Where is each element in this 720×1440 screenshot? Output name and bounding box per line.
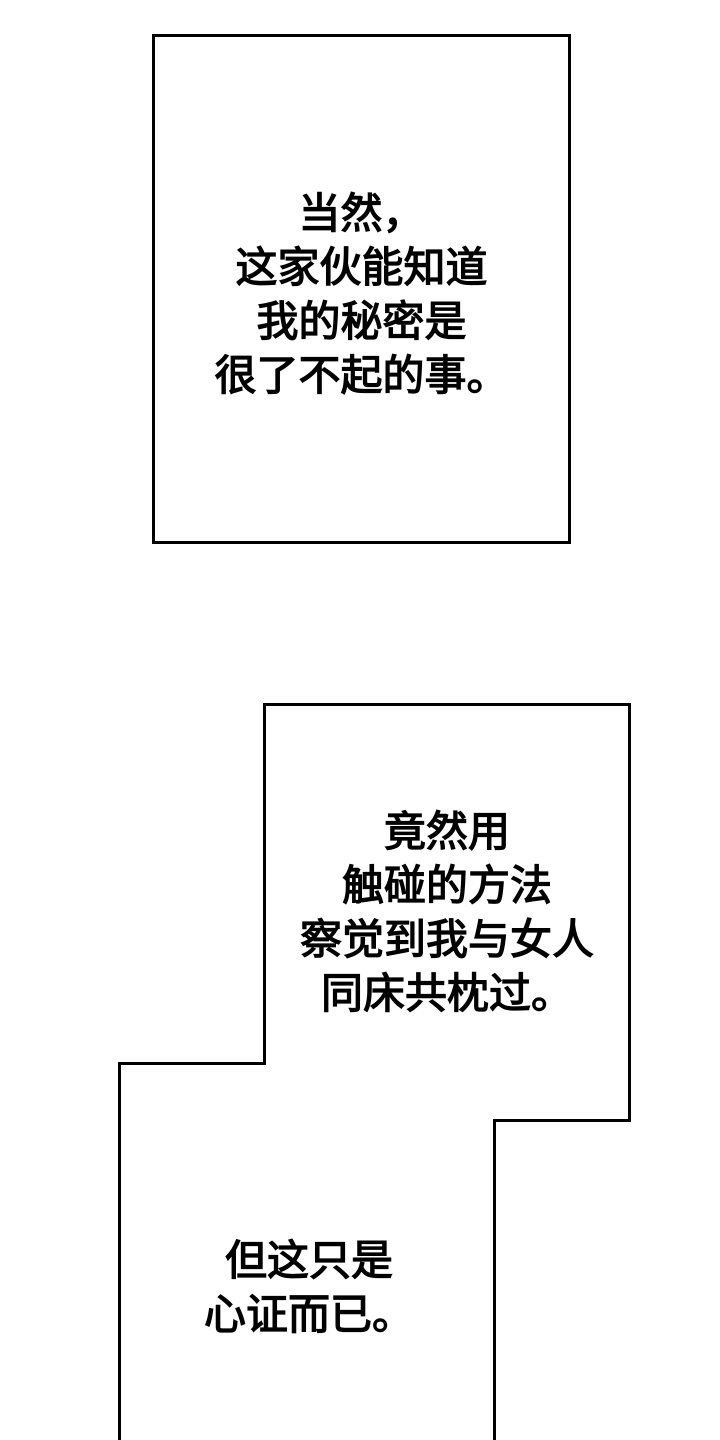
text-line: 触碰的方法 — [341, 860, 552, 910]
text-line: 很了不起的事。 — [214, 351, 509, 400]
text-line: 同床共枕过。 — [320, 968, 573, 1018]
text-line: 察觉到我与女人 — [299, 914, 594, 964]
text-line: 这家伙能知道 — [235, 243, 488, 292]
panel-union-border — [118, 703, 631, 1440]
thought-panel-1: 当然， 这家伙能知道 我的秘密是 很了不起的事。 — [152, 34, 571, 544]
thought-panel-1-text: 当然， 这家伙能知道 我的秘密是 很了不起的事。 — [214, 187, 508, 403]
text-line: 竟然用 — [383, 806, 510, 856]
text-line: 但这只是 — [224, 1236, 393, 1285]
thought-panel-2-text: 竟然用 触碰的方法 察觉到我与女人 同床共枕过。 — [266, 706, 628, 1119]
text-line: 我的秘密是 — [256, 297, 467, 346]
text-line: 当然， — [298, 189, 425, 238]
thought-panel-3-text: 但这只是 心证而已。 — [123, 1234, 495, 1342]
text-line: 心证而已。 — [203, 1290, 414, 1339]
